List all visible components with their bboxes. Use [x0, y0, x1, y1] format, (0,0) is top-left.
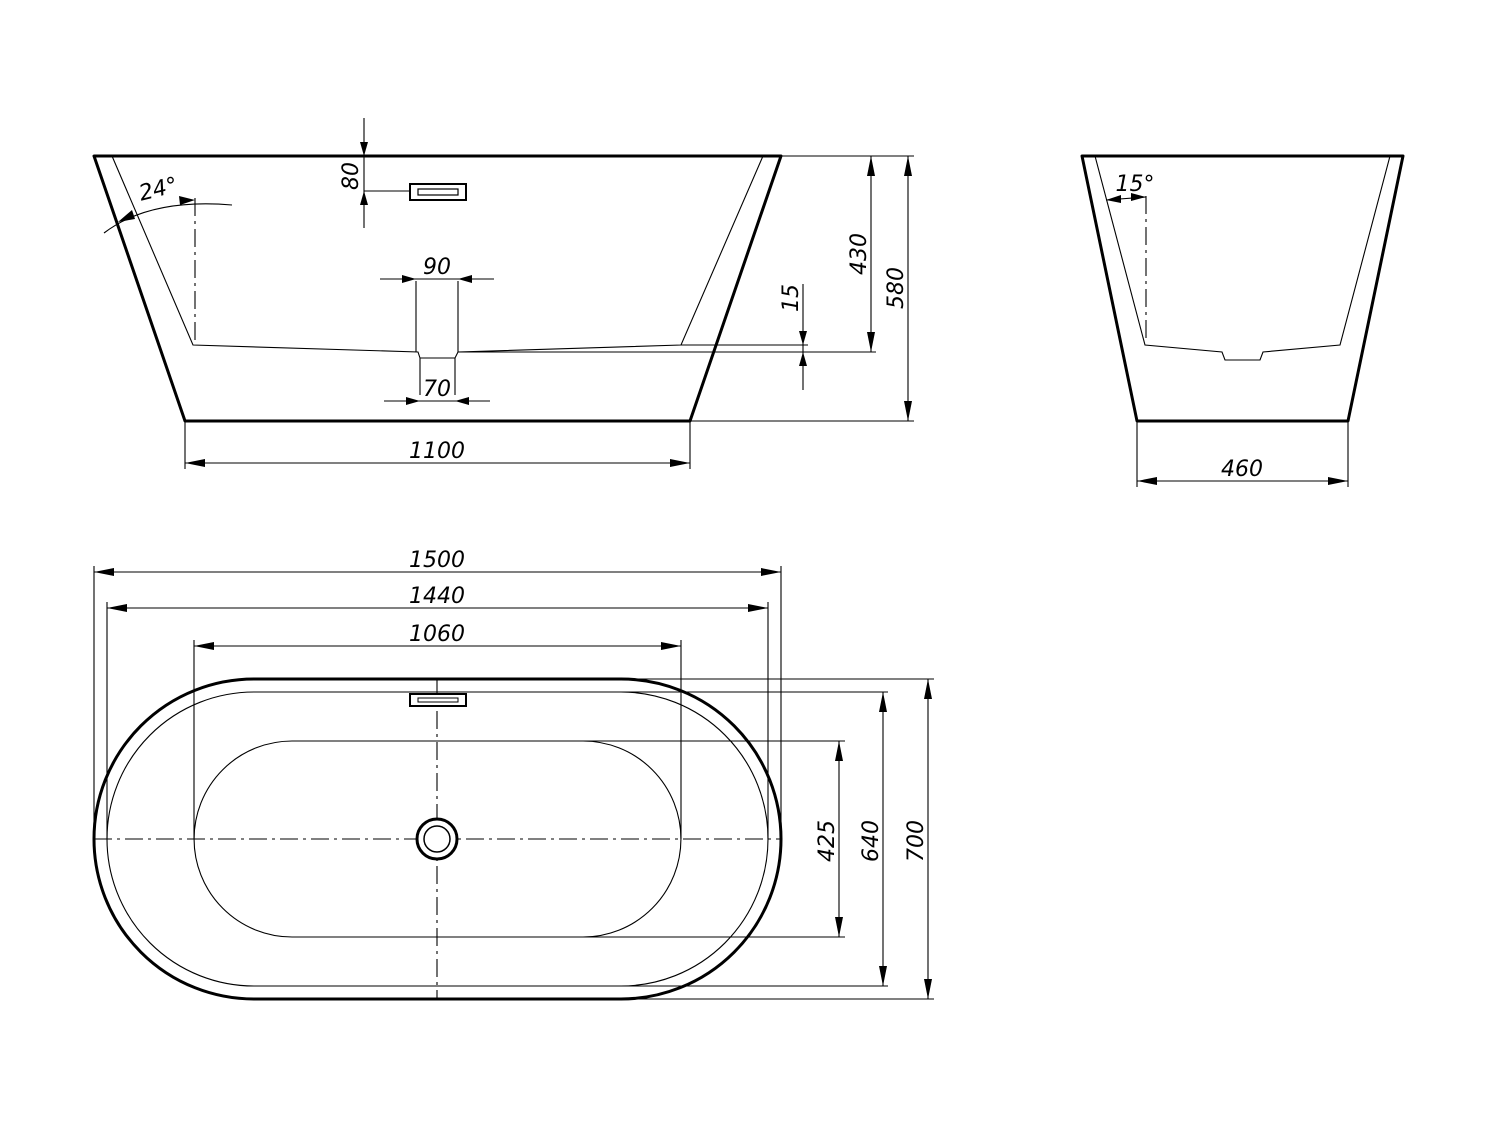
top-view: 1500 1440 1060 425 640 [92, 548, 934, 1001]
dim-label-460: 460 [1221, 457, 1263, 482]
dim-label-700: 700 [904, 820, 929, 862]
dim-label-1060: 1060 [409, 622, 465, 647]
dim-label-90: 90 [423, 255, 451, 280]
dim-label-580: 580 [884, 267, 909, 309]
side-view: 80 90 70 1100 430 580 [92, 118, 914, 469]
end-view: 15° 460 [1080, 154, 1405, 487]
angle-24-arc [103, 203, 233, 234]
dim-label-640: 640 [859, 820, 884, 862]
dim-label-1100: 1100 [409, 439, 465, 464]
side-drain-pipe [415, 281, 459, 395]
dim-label-425: 425 [815, 820, 840, 862]
side-inner-contour [111, 155, 764, 359]
dim-label-70: 70 [423, 377, 451, 402]
angle-label-24: 24° [136, 173, 180, 207]
drain-icon [415, 817, 459, 861]
dim-label-1500: 1500 [409, 548, 465, 573]
dim-label-430: 430 [847, 233, 872, 275]
dim-label-80: 80 [339, 162, 364, 190]
angle-label-15: 15° [1116, 172, 1155, 197]
dim-label-1440: 1440 [409, 584, 465, 609]
dim-label-15: 15 [779, 284, 804, 312]
end-inner-contour [1094, 155, 1391, 361]
